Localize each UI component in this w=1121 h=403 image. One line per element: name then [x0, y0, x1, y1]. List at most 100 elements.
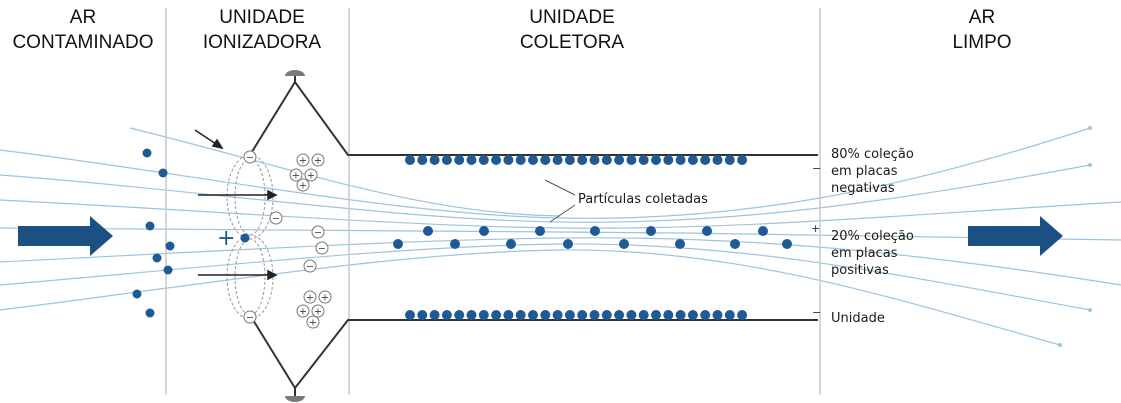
collected-particle-bottom [503, 310, 514, 320]
particle [158, 168, 168, 178]
positive-collection-line3: positivas [831, 263, 889, 278]
drifting-particle [646, 226, 656, 236]
ionizer-plus-sign: + [217, 226, 235, 251]
header-contaminated-line2: CONTAMINADO [12, 32, 153, 53]
collected-particle-bottom [441, 310, 452, 320]
particle [240, 233, 250, 243]
unit-cutoff-label: Unidade [831, 311, 885, 326]
svg-text:+: + [309, 318, 317, 329]
collected-particle-top [601, 155, 612, 165]
particle [145, 221, 155, 231]
svg-text:+: + [307, 171, 315, 182]
pointer-arrow-head [211, 138, 224, 150]
particle [142, 148, 152, 158]
header-ionizing-line1: UNIDADE [219, 7, 305, 28]
collected-particle-top [712, 155, 723, 165]
particle [145, 308, 155, 318]
svg-text:−: − [306, 262, 314, 273]
collected-particle-bottom [589, 310, 600, 320]
collected-particle-top [528, 155, 538, 165]
collected-particle-bottom [626, 310, 637, 320]
positive-collection-line2: em placas [831, 246, 898, 261]
airflow-line [0, 237, 1121, 286]
svg-text:+: + [299, 181, 307, 192]
svg-text:−: − [246, 313, 254, 324]
ions: ++++++++++−−−−−− [243, 150, 332, 329]
collected-particle-top [700, 155, 711, 165]
svg-text:−: − [318, 244, 326, 255]
plate-plus-sign: + [811, 222, 820, 235]
collected-particle-bottom [564, 310, 575, 320]
negative-ion: − [311, 225, 325, 239]
lower-frame [249, 314, 818, 390]
airflow-line [0, 243, 1091, 311]
airflow-tip [1088, 126, 1092, 130]
drifting-particle [675, 239, 685, 249]
drifting-particle [782, 239, 792, 249]
negative-collection-line3: negativas [831, 181, 895, 196]
positive-ion: + [289, 168, 303, 182]
collected-particle-top [626, 155, 637, 165]
collected-particle-bottom [429, 310, 440, 320]
outflow-arrow [968, 216, 1063, 256]
collected-particle-top [724, 155, 735, 165]
collected-particle-top [675, 155, 686, 165]
particles [132, 126, 1092, 347]
svg-text:+: + [299, 156, 307, 167]
collected-particle-top [589, 155, 600, 165]
collected-particle-top [638, 155, 649, 165]
drifting-particle [535, 226, 545, 236]
collected-particle-bottom [712, 310, 723, 320]
particle [132, 289, 142, 299]
inflow-arrow [18, 216, 113, 256]
upper-terminal-cap [285, 70, 305, 76]
negative-collection-line1: 80% coleção [831, 147, 914, 162]
collected-particle-top [540, 155, 551, 165]
collected-particle-top [651, 155, 661, 165]
collected-particle-top [454, 155, 465, 165]
collected-particle-top [478, 155, 489, 165]
collected-particle-top [491, 155, 502, 165]
upper-frame [249, 80, 818, 156]
drifting-particle [563, 239, 573, 249]
drifting-particle [423, 226, 433, 236]
positive-ion: + [296, 153, 310, 167]
collected-particle-bottom [724, 310, 735, 320]
svg-text:+: + [321, 293, 329, 304]
airflow-line [0, 227, 1121, 241]
collected-particle-bottom [454, 310, 465, 320]
airflow-line [0, 199, 1121, 229]
positive-ion: + [311, 304, 325, 318]
drifting-particle [702, 226, 712, 236]
header-collector-line1: UNIDADE [529, 7, 615, 28]
collected-particle-top [552, 155, 563, 165]
drifting-particle [619, 239, 629, 249]
collected-particle-top [663, 155, 674, 165]
collected-particle-bottom [601, 310, 612, 320]
collected-particle-top [503, 155, 514, 165]
collected-particle-top [429, 155, 440, 165]
collected-particle-top [417, 155, 428, 165]
collected-particle-top [564, 155, 575, 165]
positive-ion: + [318, 290, 332, 304]
positive-collection-line1: 20% coleção [831, 229, 914, 244]
ionizer-field [234, 158, 266, 236]
drifting-particle [590, 226, 600, 236]
drifting-particle [393, 239, 403, 249]
collected-particle-bottom [528, 310, 538, 320]
collected-particle-bottom [614, 310, 625, 320]
collected-particle-top [577, 155, 588, 165]
drifting-particle [758, 226, 768, 236]
collected-particle-bottom [675, 310, 686, 320]
drifting-particle [479, 226, 489, 236]
collected-particle-bottom [466, 310, 477, 320]
header-ionizing-line2: IONIZADORA [203, 32, 322, 53]
header-clean-line1: AR [969, 7, 995, 28]
collected-particle-bottom [515, 310, 526, 320]
svg-text:−: − [272, 214, 280, 225]
label-leader-lines [544, 179, 576, 223]
particles-collected-label: Partículas coletadas [578, 192, 708, 207]
positive-ion: + [306, 315, 320, 329]
header-clean-line2: LIMPO [952, 32, 1011, 53]
